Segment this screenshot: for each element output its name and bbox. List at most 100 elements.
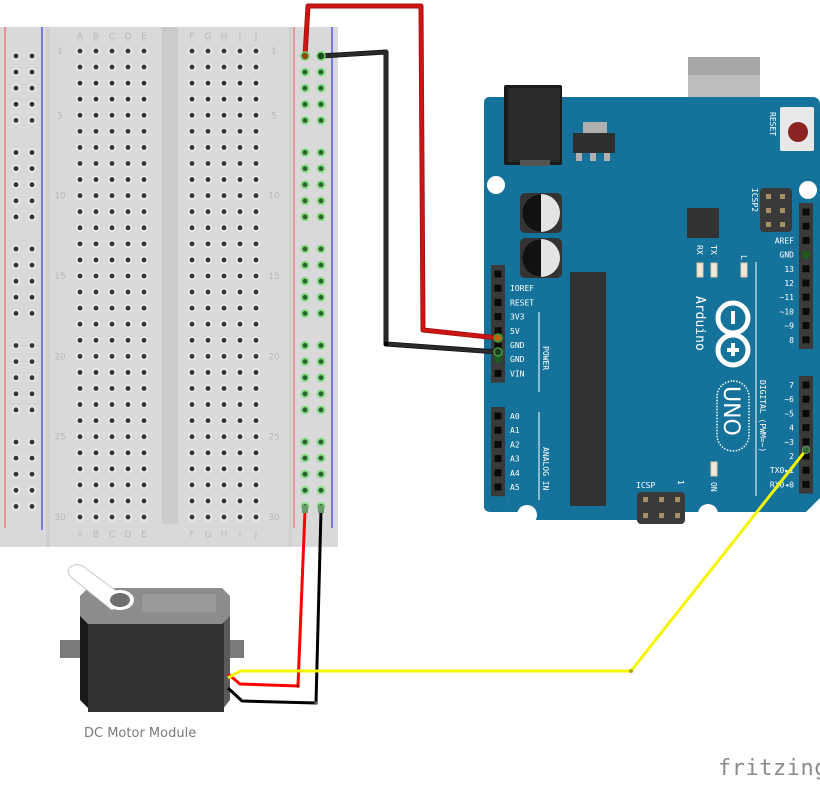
- wire-bendpoint[interactable]: [314, 701, 318, 705]
- breadboard-hole[interactable]: [123, 512, 133, 522]
- breadboard-hole[interactable]: [251, 400, 261, 409]
- breadboard-hole[interactable]: [187, 62, 197, 72]
- rail-hole-right[interactable]: [316, 373, 326, 383]
- breadboard-hole[interactable]: [235, 368, 245, 377]
- breadboard-hole[interactable]: [91, 271, 101, 281]
- rail-hole-right[interactable]: [300, 164, 310, 173]
- breadboard-hole[interactable]: [203, 110, 213, 120]
- header-pin[interactable]: [802, 466, 810, 474]
- breadboard-hole[interactable]: [91, 175, 101, 184]
- rail-hole-right[interactable]: [300, 389, 310, 399]
- breadboard-hole[interactable]: [91, 496, 101, 506]
- rail-hole-left[interactable]: [11, 116, 21, 125]
- header-pin[interactable]: [494, 313, 502, 321]
- breadboard-hole[interactable]: [139, 480, 149, 490]
- breadboard-hole[interactable]: [251, 207, 261, 216]
- rail-hole-left[interactable]: [27, 405, 37, 415]
- header-pin[interactable]: [802, 322, 810, 330]
- rail-hole-right[interactable]: [316, 437, 326, 447]
- rail-hole-right[interactable]: [300, 196, 310, 206]
- rail-hole-left[interactable]: [27, 180, 37, 189]
- rail-hole-right[interactable]: [300, 67, 310, 77]
- rail-hole-left[interactable]: [27, 373, 37, 383]
- breadboard-hole[interactable]: [75, 255, 85, 265]
- breadboard-hole[interactable]: [235, 191, 245, 200]
- breadboard-hole[interactable]: [187, 400, 197, 409]
- breadboard-hole[interactable]: [75, 46, 85, 56]
- header-pin[interactable]: [494, 341, 502, 349]
- breadboard-hole[interactable]: [107, 319, 117, 329]
- breadboard-hole[interactable]: [203, 191, 213, 200]
- breadboard-hole[interactable]: [235, 159, 245, 168]
- rail-hole-right[interactable]: [316, 196, 326, 206]
- breadboard-hole[interactable]: [251, 255, 261, 265]
- breadboard-hole[interactable]: [123, 207, 133, 216]
- breadboard-hole[interactable]: [203, 319, 213, 329]
- breadboard-hole[interactable]: [139, 303, 149, 313]
- breadboard-hole[interactable]: [203, 384, 213, 393]
- breadboard-hole[interactable]: [107, 255, 117, 265]
- breadboard-hole[interactable]: [203, 62, 213, 72]
- rail-hole-left[interactable]: [27, 100, 37, 109]
- breadboard-hole[interactable]: [235, 319, 245, 329]
- breadboard-hole[interactable]: [219, 127, 229, 136]
- breadboard-hole[interactable]: [107, 448, 117, 458]
- breadboard-hole[interactable]: [123, 143, 133, 152]
- breadboard-hole[interactable]: [251, 159, 261, 168]
- breadboard-hole[interactable]: [235, 287, 245, 297]
- rail-hole-right[interactable]: [300, 276, 310, 286]
- header-pin[interactable]: [802, 409, 810, 417]
- breadboard-hole[interactable]: [235, 432, 245, 441]
- breadboard-hole[interactable]: [203, 480, 213, 490]
- wire-black-motor[interactable]: [226, 509, 323, 705]
- breadboard-hole[interactable]: [251, 416, 261, 425]
- breadboard-hole[interactable]: [139, 271, 149, 281]
- header-pin[interactable]: [802, 438, 810, 446]
- rail-hole-right[interactable]: [316, 116, 326, 125]
- breadboard-hole[interactable]: [91, 143, 101, 152]
- header-pin[interactable]: [802, 222, 810, 230]
- header-pin[interactable]: [494, 298, 502, 306]
- header-pin[interactable]: [494, 355, 502, 363]
- breadboard-hole[interactable]: [91, 368, 101, 377]
- breadboard-hole[interactable]: [75, 78, 85, 88]
- breadboard-hole[interactable]: [139, 255, 149, 265]
- breadboard-hole[interactable]: [91, 239, 101, 249]
- breadboard-hole[interactable]: [123, 432, 133, 441]
- breadboard-hole[interactable]: [107, 94, 117, 104]
- breadboard-hole[interactable]: [203, 175, 213, 184]
- breadboard-hole[interactable]: [187, 416, 197, 425]
- rail-hole-right[interactable]: [316, 276, 326, 286]
- breadboard-hole[interactable]: [91, 159, 101, 168]
- breadboard-hole[interactable]: [219, 512, 229, 522]
- breadboard-hole[interactable]: [75, 512, 85, 522]
- rail-hole-left[interactable]: [11, 486, 21, 495]
- breadboard-hole[interactable]: [139, 62, 149, 72]
- rail-hole-right[interactable]: [300, 453, 310, 463]
- breadboard-hole[interactable]: [251, 271, 261, 281]
- breadboard-hole[interactable]: [123, 319, 133, 329]
- rail-hole-right[interactable]: [316, 100, 326, 109]
- breadboard-hole[interactable]: [75, 319, 85, 329]
- breadboard-hole[interactable]: [75, 480, 85, 490]
- rail-hole-right[interactable]: [316, 180, 326, 189]
- rail-hole-left[interactable]: [27, 276, 37, 286]
- rail-hole-right[interactable]: [316, 453, 326, 463]
- breadboard-hole[interactable]: [219, 143, 229, 152]
- breadboard-hole[interactable]: [251, 62, 261, 72]
- wire-bendpoint[interactable]: [296, 684, 300, 688]
- rail-hole-left[interactable]: [27, 469, 37, 479]
- rail-hole-right[interactable]: [300, 293, 310, 302]
- breadboard-hole[interactable]: [219, 159, 229, 168]
- breadboard-hole[interactable]: [203, 432, 213, 441]
- breadboard-hole[interactable]: [123, 464, 133, 474]
- breadboard-hole[interactable]: [203, 335, 213, 345]
- breadboard-hole[interactable]: [123, 46, 133, 56]
- breadboard-hole[interactable]: [235, 175, 245, 184]
- breadboard-hole[interactable]: [219, 110, 229, 120]
- rail-hole-left[interactable]: [11, 276, 21, 286]
- wire-black-gnd[interactable]: [320, 50, 499, 354]
- breadboard-hole[interactable]: [203, 464, 213, 474]
- breadboard-hole[interactable]: [251, 287, 261, 297]
- breadboard-hole[interactable]: [75, 191, 85, 200]
